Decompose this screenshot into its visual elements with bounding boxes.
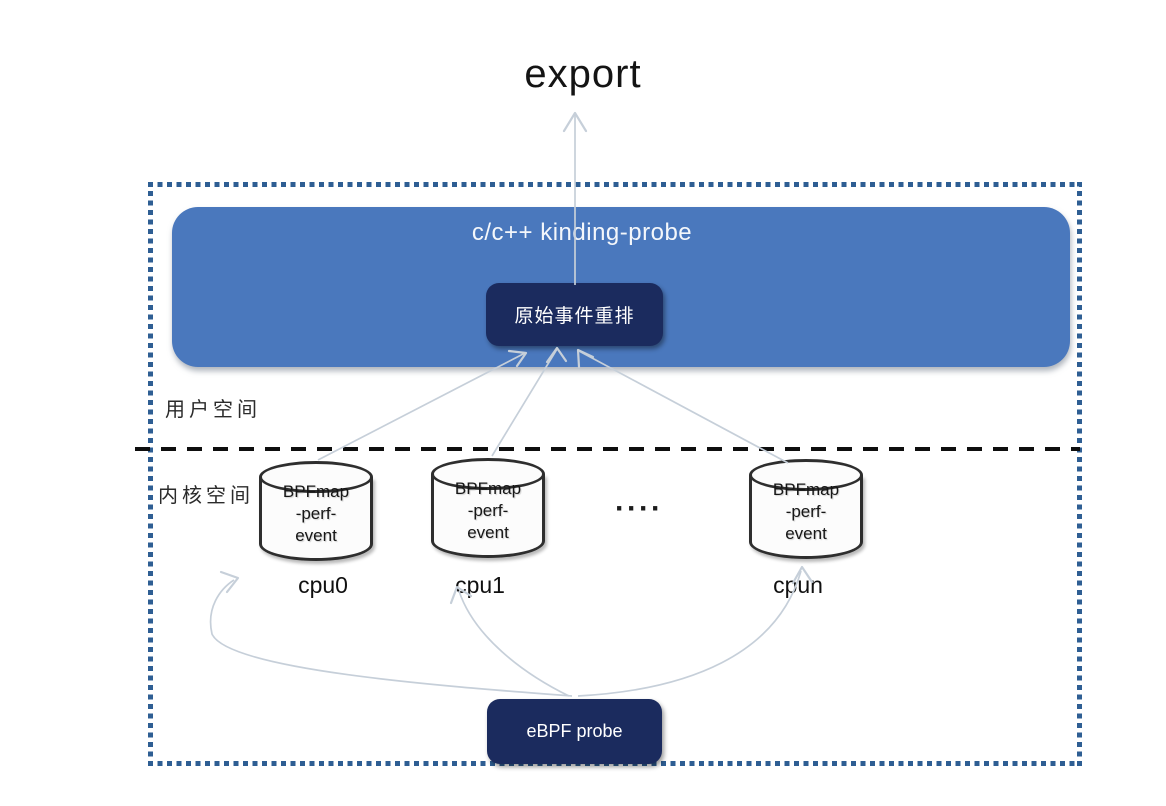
cylinder-top-ellipse	[749, 459, 863, 491]
bpfmap-cylinder-cpun: BPFmap -perf- event	[749, 459, 863, 559]
more-cpus-ellipsis: ····	[615, 492, 663, 525]
arrowhead-export	[562, 111, 588, 133]
ebpf-probe-box: eBPF probe	[487, 699, 662, 764]
cpu1-label: cpu1	[455, 572, 505, 598]
cpu0-label: cpu0	[298, 572, 348, 598]
cylinder-body	[749, 475, 863, 559]
cpun-label: cpun	[773, 572, 823, 598]
user-kernel-divider-dashed-line	[135, 447, 1080, 451]
bpfmap-cylinder-text: BPFmap -perf- event	[282, 482, 350, 545]
raw-event-reorder-label: 原始事件重排	[514, 306, 635, 327]
user-space-label: 用户空间	[165, 399, 261, 421]
raw-event-reorder-box: 原始事件重排	[486, 283, 663, 346]
bpfmap-cylinder-cpu0: BPFmap -perf- event	[259, 461, 373, 561]
ebpf-probe-label: eBPF probe	[526, 721, 623, 741]
bpfmap-cylinder-text: BPFmap -perf- event	[772, 480, 840, 543]
cpp-kinding-probe-title: c/c++ kinding-probe	[471, 219, 693, 246]
kernel-space-label: 内核空间	[158, 485, 254, 507]
cylinder-top-ellipse	[259, 461, 373, 493]
bpfmap-cylinder-cpu1: BPFmap -perf- event	[431, 458, 545, 558]
bpfmap-cylinder-text: BPFmap -perf- event	[454, 479, 522, 542]
export-label: export	[524, 52, 642, 96]
